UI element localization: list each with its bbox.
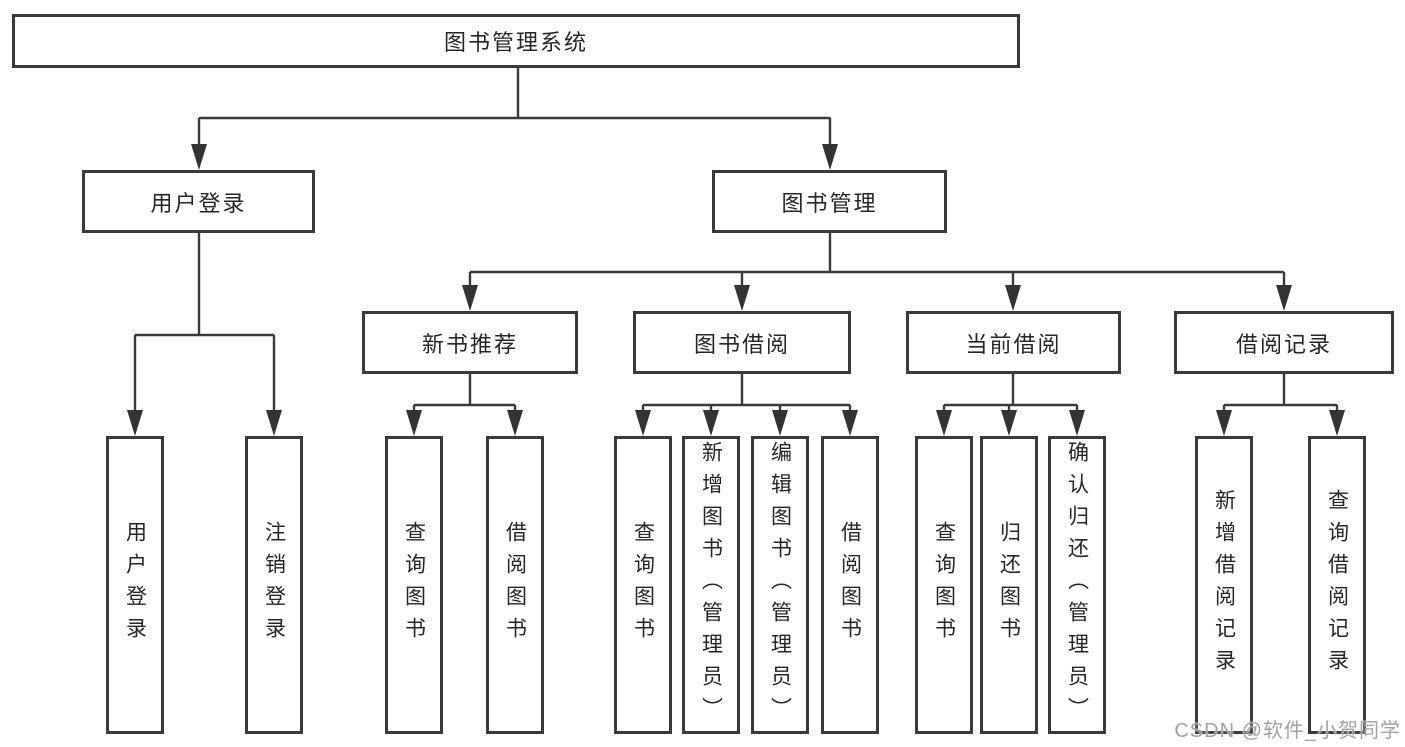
node-book-borrow: 图书借阅 — [633, 311, 851, 374]
leaf-current-query-books: 查询图书 — [915, 436, 973, 734]
csdn-watermark: CSDN @软件_小贺同学 — [1174, 720, 1401, 742]
node-book-management: 图书管理 — [712, 170, 947, 233]
node-user-login: 用户登录 — [82, 170, 315, 233]
leaf-borrow-query-books: 查询图书 — [614, 436, 672, 734]
leaf-current-confirm-return-admin: 确认归还（管理员） — [1048, 436, 1106, 734]
leaf-borrow-add-books-admin: 新增图书（管理员） — [682, 436, 740, 734]
node-current-borrow: 当前借阅 — [906, 311, 1121, 374]
leaf-records-query-record: 查询借阅记录 — [1308, 436, 1366, 734]
arrowheads — [127, 144, 1345, 436]
leaf-recommend-borrow-books: 借阅图书 — [486, 436, 544, 734]
node-new-book-recommend: 新书推荐 — [362, 311, 578, 374]
leaf-borrow-borrow-books: 借阅图书 — [821, 436, 879, 734]
leaf-logout: 注销登录 — [245, 436, 303, 734]
node-root: 图书管理系统 — [12, 14, 1020, 68]
leaf-borrow-edit-books-admin: 编辑图书（管理员） — [751, 436, 809, 734]
leaf-records-add-record: 新增借阅记录 — [1195, 436, 1253, 734]
leaf-current-return-books: 归还图书 — [980, 436, 1038, 734]
leaf-recommend-query-books: 查询图书 — [385, 436, 443, 734]
node-borrow-records: 借阅记录 — [1174, 311, 1394, 374]
leaf-user-login: 用户登录 — [106, 436, 164, 734]
